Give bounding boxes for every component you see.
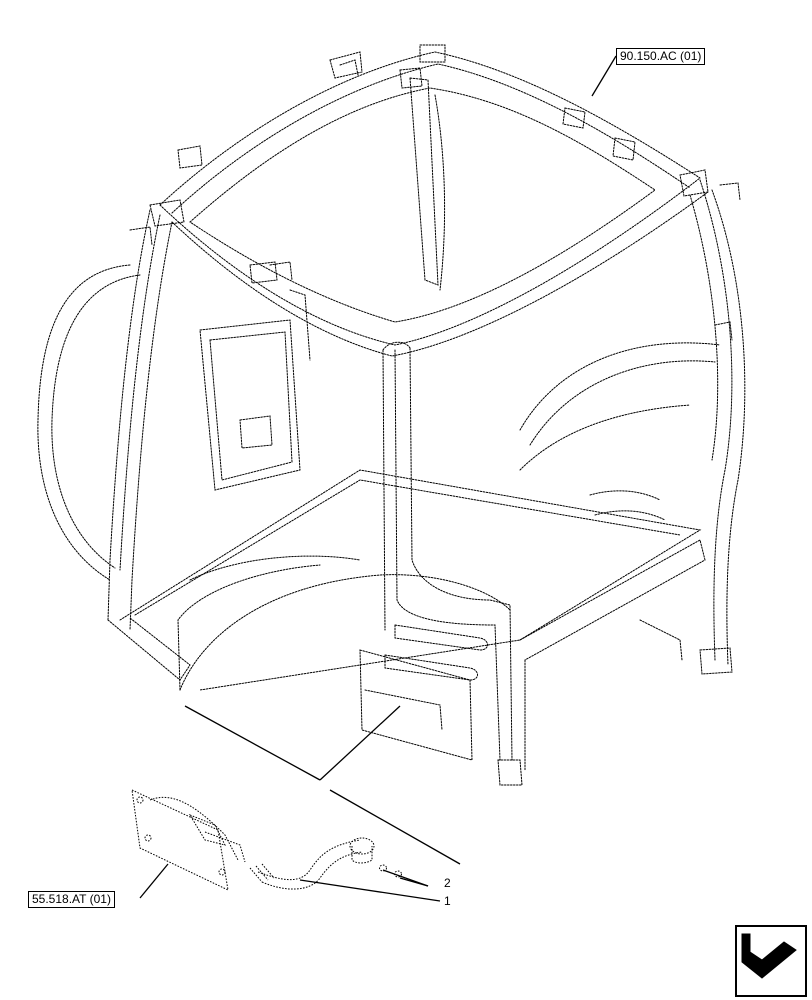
reference-label-left[interactable]: 55.518.AT (01) [28,891,115,908]
next-page-arrow-icon[interactable] [735,925,807,997]
cab-floor [119,469,706,771]
front-right-pillar [689,179,746,675]
callout-number-2: 2 [444,876,451,890]
leader-top-ref [591,55,617,97]
rear-center-pillar [409,77,446,291]
left-door-glass [37,264,141,581]
front-left-pillar [107,209,191,681]
leader-left-ref [139,863,169,899]
leader-line-c [329,789,461,865]
front-lower-panel [359,624,488,761]
mounting-brackets [129,59,741,341]
reference-label-top[interactable]: 90.150.AC (01) [616,48,706,65]
leader-line-b [319,705,401,781]
cab-roof-frame [149,44,709,357]
pipe-hose-item-1 [249,837,375,890]
right-fender [519,342,721,521]
rear-wall-panel [199,261,311,491]
center-front-pillar [382,341,523,786]
leader-item-1 [299,879,441,902]
clamp-item-2 [379,864,402,878]
left-lower-fender [177,555,361,691]
leader-line-a [184,705,321,781]
leader-item-2b [399,877,429,887]
callout-number-1: 1 [444,894,451,908]
control-bracket-panel [131,789,246,891]
